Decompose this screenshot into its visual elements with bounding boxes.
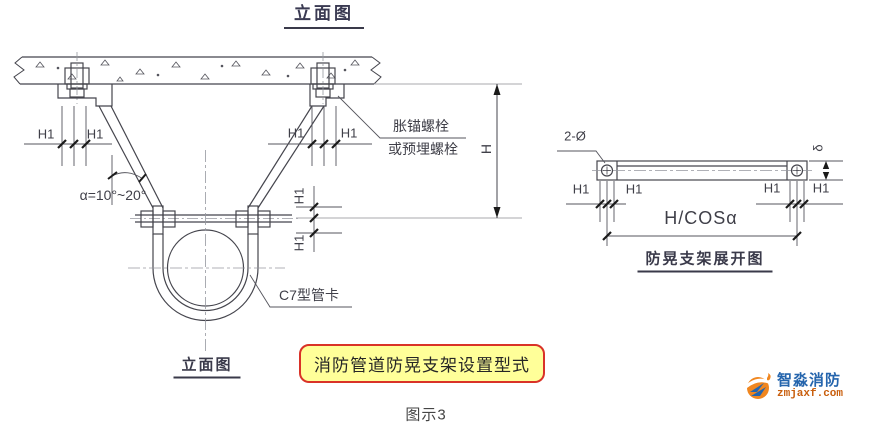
clamp-label: C7型管卡 <box>279 287 339 303</box>
bracket-plate-left <box>57 84 113 107</box>
brand-logo: 智淼消防 zmjaxf.com <box>745 373 843 401</box>
anchor-bolt-label-line1: 胀锚螺栓 <box>393 118 449 134</box>
dim-h1-label: H1 <box>291 187 307 205</box>
dim-H <box>296 83 522 219</box>
dim-h1-label: H1 <box>291 234 307 252</box>
angle-dimension <box>107 155 147 205</box>
left-view-top-title: 立面图 <box>284 5 364 29</box>
dim-h1-label: H1 <box>86 126 104 142</box>
left-elevation-drawing <box>13 52 522 352</box>
bracket-plate-right <box>309 84 345 107</box>
dim-h1-label: H1 <box>287 125 305 141</box>
hole-count-label: 2-Ø <box>564 128 586 144</box>
figure-caption: 图示3 <box>405 406 447 424</box>
brand-name: 智淼消防 <box>777 372 842 390</box>
flame-icon <box>767 373 771 381</box>
dim-h1-label: H1 <box>812 180 830 196</box>
right-unfolded-drawing <box>557 150 843 246</box>
title-banner: 消防管道防晃支架设置型式 <box>299 344 545 383</box>
rod-bolts <box>140 205 271 235</box>
angle-label: α=10°~20° <box>79 187 147 203</box>
dim-group-right <box>268 106 372 166</box>
brand-logo-icon <box>747 373 771 399</box>
dim-h1-label: H1 <box>572 181 590 197</box>
dim-h1-label: H1 <box>340 125 358 141</box>
dim-thickness <box>809 160 843 181</box>
anchor-leader <box>337 95 466 139</box>
dim-h-label: H <box>478 143 494 155</box>
dim-rod-offsets <box>296 186 342 252</box>
diagonal-braces <box>98 105 325 209</box>
right-view-caption: 防晃支架展开图 <box>637 252 773 273</box>
span-dimension-label: H/COSα <box>664 208 738 228</box>
clamp-leader <box>249 274 352 308</box>
hole-leader <box>557 150 606 164</box>
anchor-bolt-label-line2: 或预埋螺栓 <box>388 141 458 157</box>
thickness-label: δ <box>810 144 826 152</box>
dim-h1-label: H1 <box>37 126 55 142</box>
brand-site: zmjaxf.com <box>777 388 844 401</box>
dim-h1-label: H1 <box>763 180 781 196</box>
dim-h1-label: H1 <box>625 181 643 197</box>
left-view-caption: 立面图 <box>173 358 241 379</box>
title-banner-text: 消防管道防晃支架设置型式 <box>314 356 530 375</box>
dim-group-left <box>24 106 112 166</box>
dim-span <box>602 231 802 241</box>
